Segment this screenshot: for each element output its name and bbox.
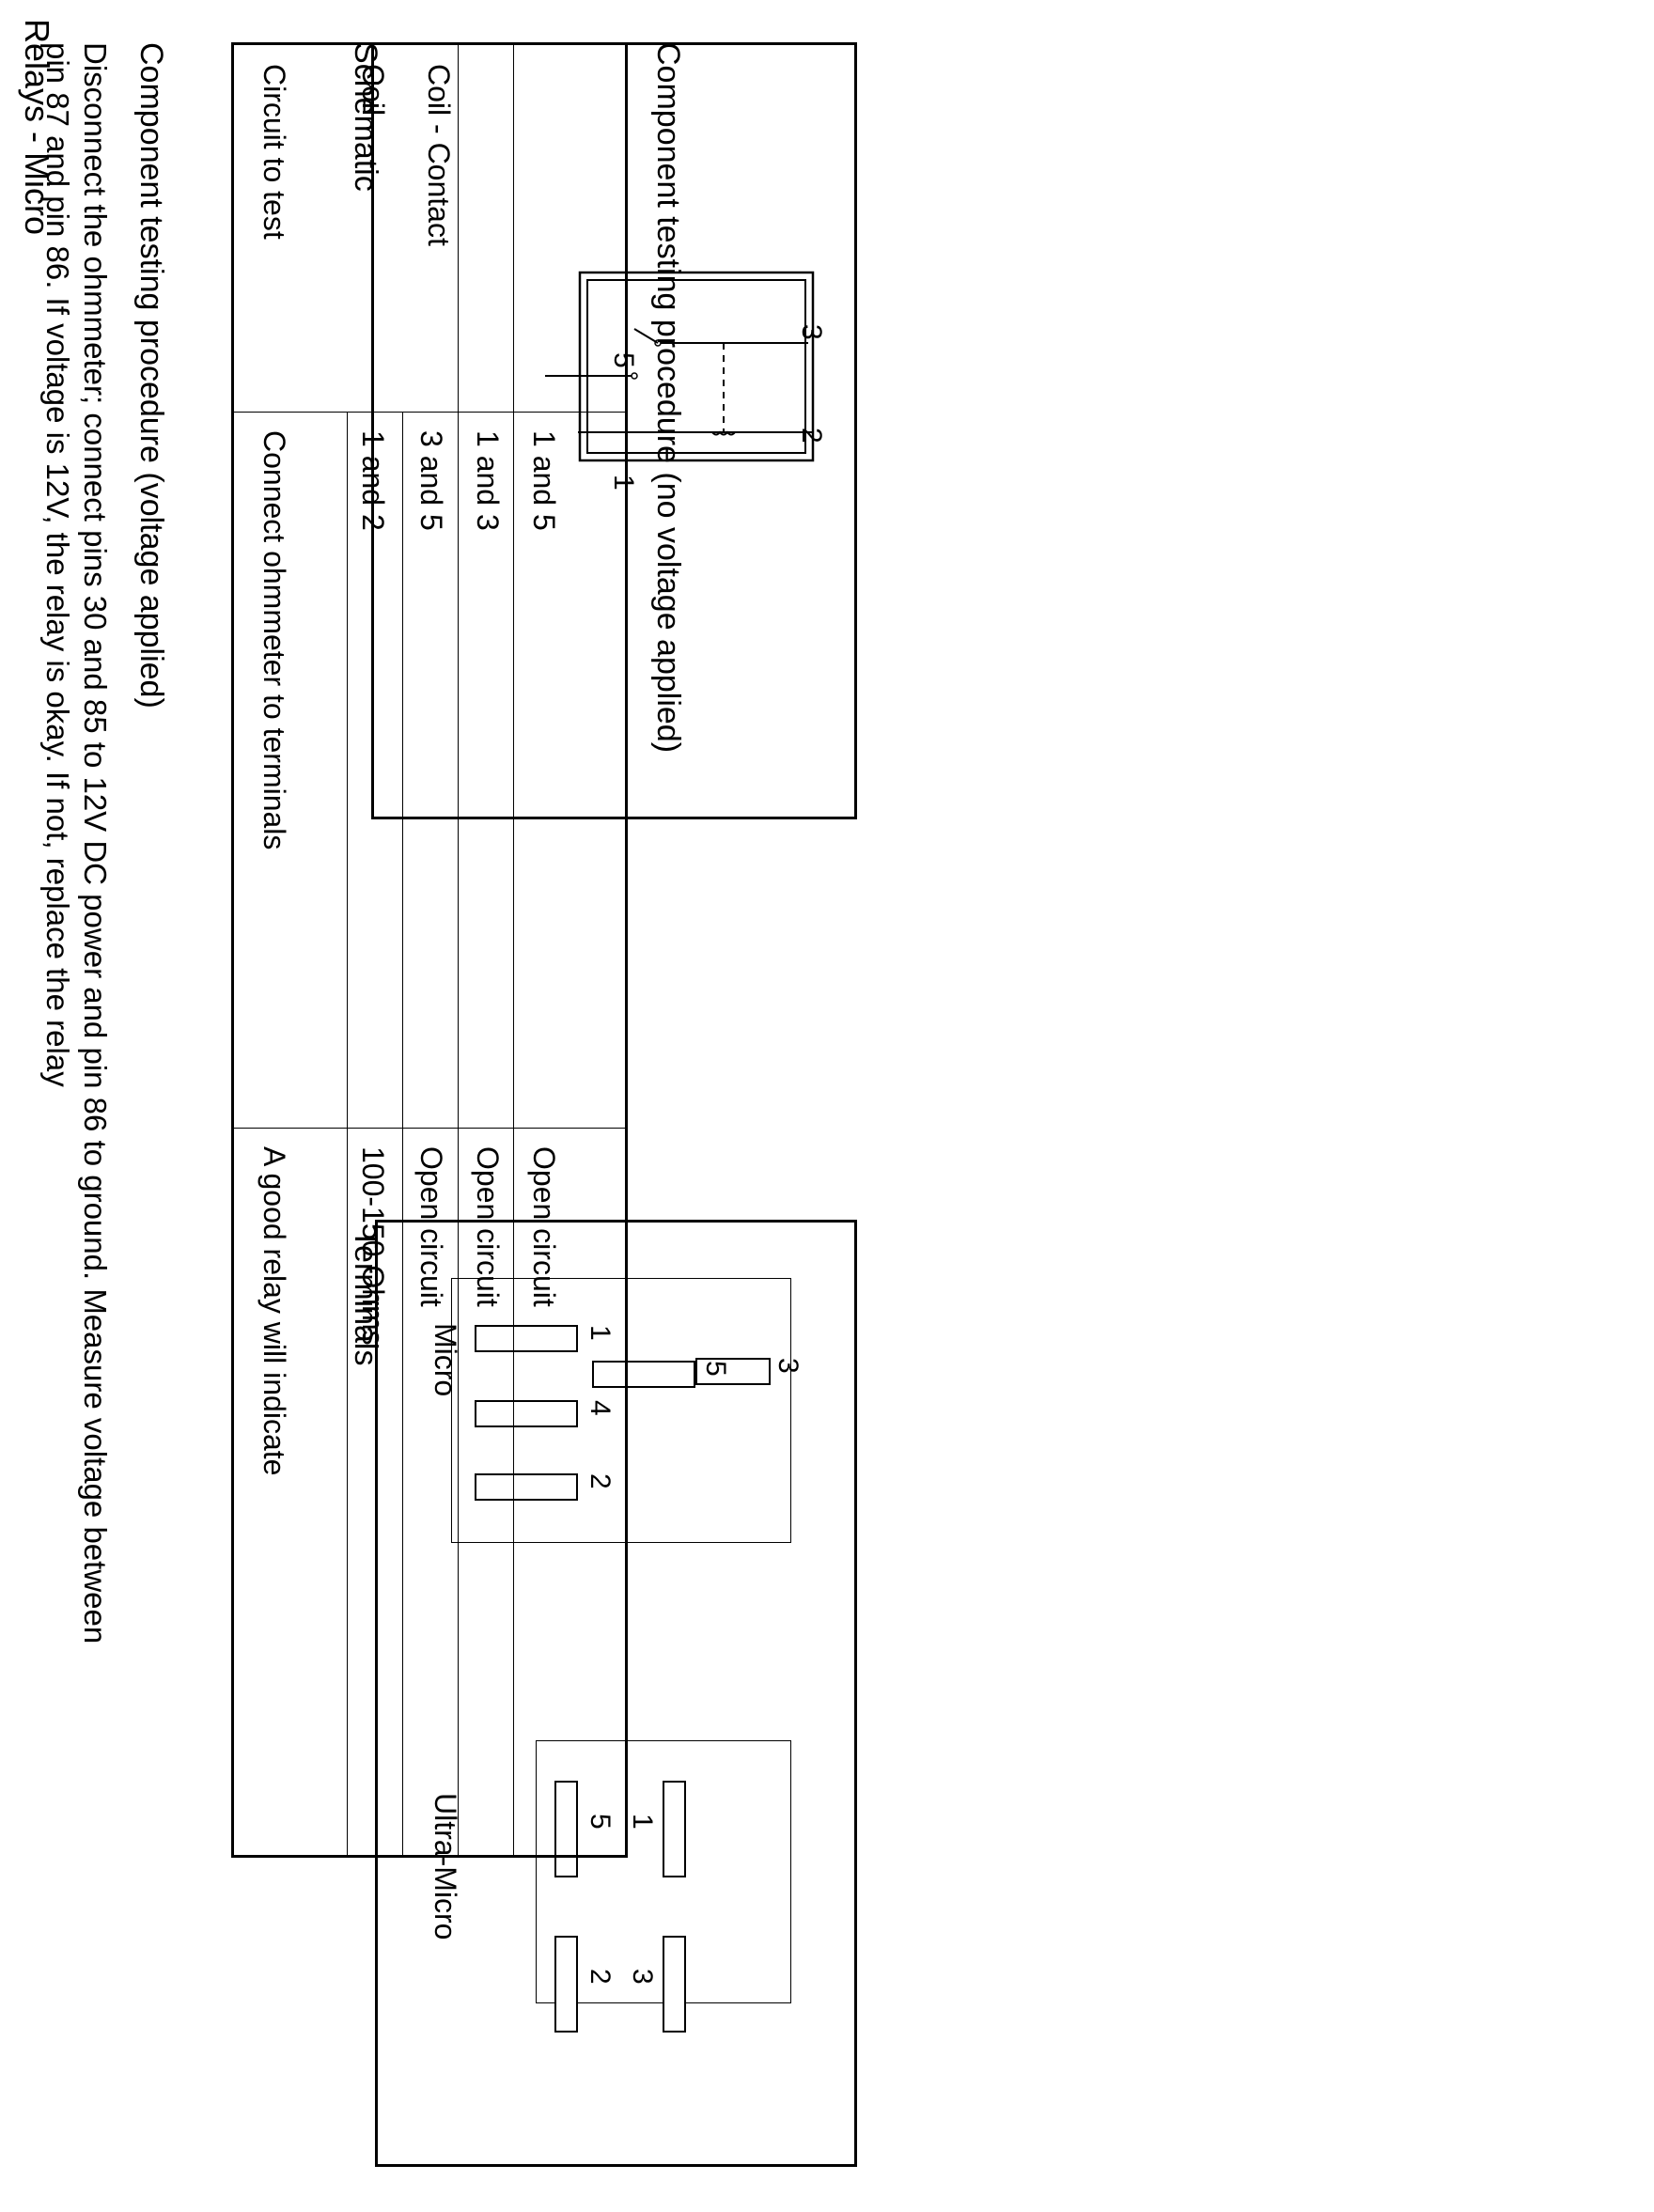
header-result: A good relay will indicate xyxy=(257,1146,291,1476)
row-2-circuit: Coil - Contact xyxy=(422,64,456,246)
row-1-circuit: Coil xyxy=(356,64,390,117)
row-sep-1 xyxy=(458,45,459,1855)
row-4-terminals: 1 and 5 xyxy=(527,430,561,531)
row-sep-header xyxy=(513,45,514,1855)
row-sep-3 xyxy=(347,412,348,1855)
col-sep-2 xyxy=(234,1128,625,1129)
row-3-terminals: 1 and 3 xyxy=(471,430,505,531)
ultra-micro-terminal-3 xyxy=(663,1936,686,2033)
header-terminals: Connect ohmmeter to terminals xyxy=(257,430,291,850)
row-2-result: Open circuit xyxy=(414,1146,448,1307)
no-voltage-heading: Component testing procedure (no voltage … xyxy=(650,42,686,754)
coil-winding xyxy=(711,430,736,436)
ultra-micro-terminal-1 xyxy=(663,1781,686,1877)
schematic-pin-3: 3 xyxy=(796,324,827,340)
schematic-outer-rect xyxy=(578,271,815,462)
row-sep-2 xyxy=(402,412,403,1855)
header-circuit: Circuit to test xyxy=(257,64,291,240)
row-1-result: 100-150 Ohms xyxy=(356,1146,390,1346)
row-1-terminals: 1 and 2 xyxy=(356,430,390,531)
col-sep-1 xyxy=(234,412,625,413)
switch-blade xyxy=(633,328,659,344)
voltage-heading: Component testing procedure (voltage app… xyxy=(133,42,169,709)
relay-schematic-symbol xyxy=(545,271,815,462)
row-2-terminals: 3 and 5 xyxy=(414,430,448,531)
micro-pin-5: 5 xyxy=(700,1361,731,1377)
row-4-result: Open circuit xyxy=(527,1146,561,1307)
micro-pin-3-label: 3 xyxy=(772,1358,804,1374)
schematic-pin-2: 2 xyxy=(796,428,827,444)
ultra-micro-pin-1: 1 xyxy=(627,1814,658,1830)
row-3-result: Open circuit xyxy=(471,1146,505,1307)
ultra-micro-pin-3: 3 xyxy=(627,1969,658,1985)
ultra-micro-pin-2: 2 xyxy=(585,1969,616,1985)
contact-dot-2 xyxy=(631,372,638,380)
ohmmeter-test-table: Circuit to test Connect ohmmeter to term… xyxy=(231,42,628,1858)
voltage-instructions-line-2: pin 87 and pin 86. If voltage is 12V, th… xyxy=(40,42,75,1087)
schematic-inner-rect xyxy=(586,279,806,454)
ultra-micro-terminal-2 xyxy=(554,1936,578,2033)
voltage-instructions-line-1: Disconnect the ohmmeter; connect pins 30… xyxy=(78,42,113,1644)
